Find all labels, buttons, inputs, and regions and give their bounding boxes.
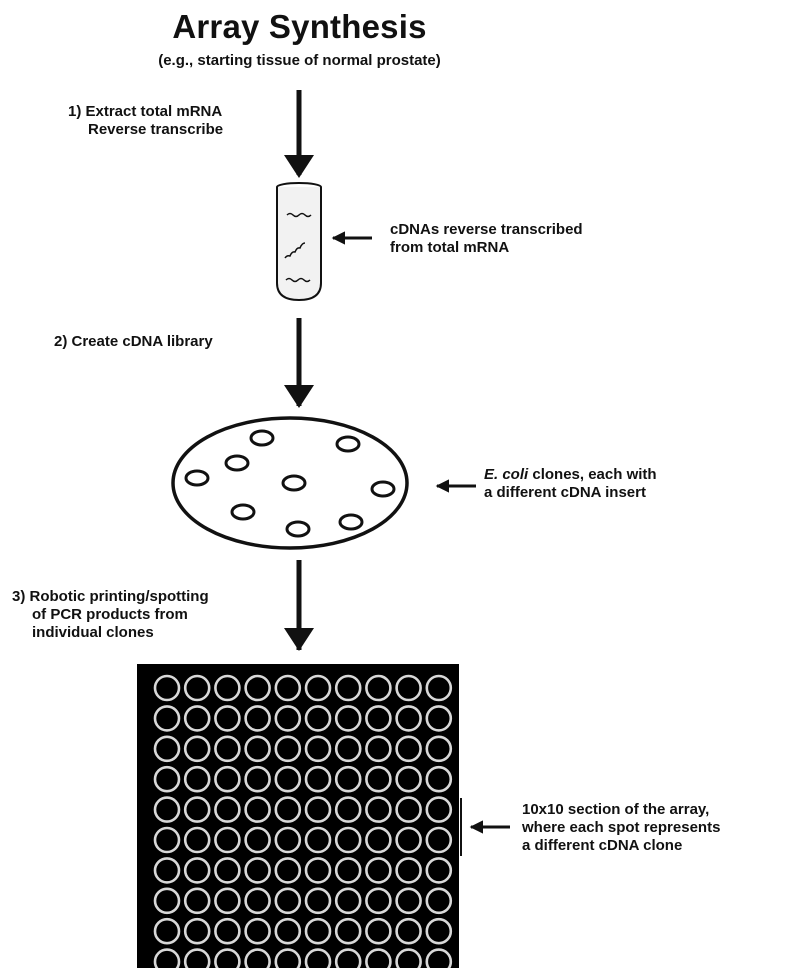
colony [283,476,305,490]
down-arrow-3-head [284,628,314,651]
colony [232,505,254,519]
colony [337,437,359,451]
colony [340,515,362,529]
test-tube-icon [277,183,321,300]
down-arrow-1-head [284,155,314,178]
colony [372,482,394,496]
down-arrow-2-head [284,385,314,408]
colony [287,522,309,536]
colony [226,456,248,470]
petri-dish-icon [173,418,407,548]
colony [251,431,273,445]
colony [186,471,208,485]
